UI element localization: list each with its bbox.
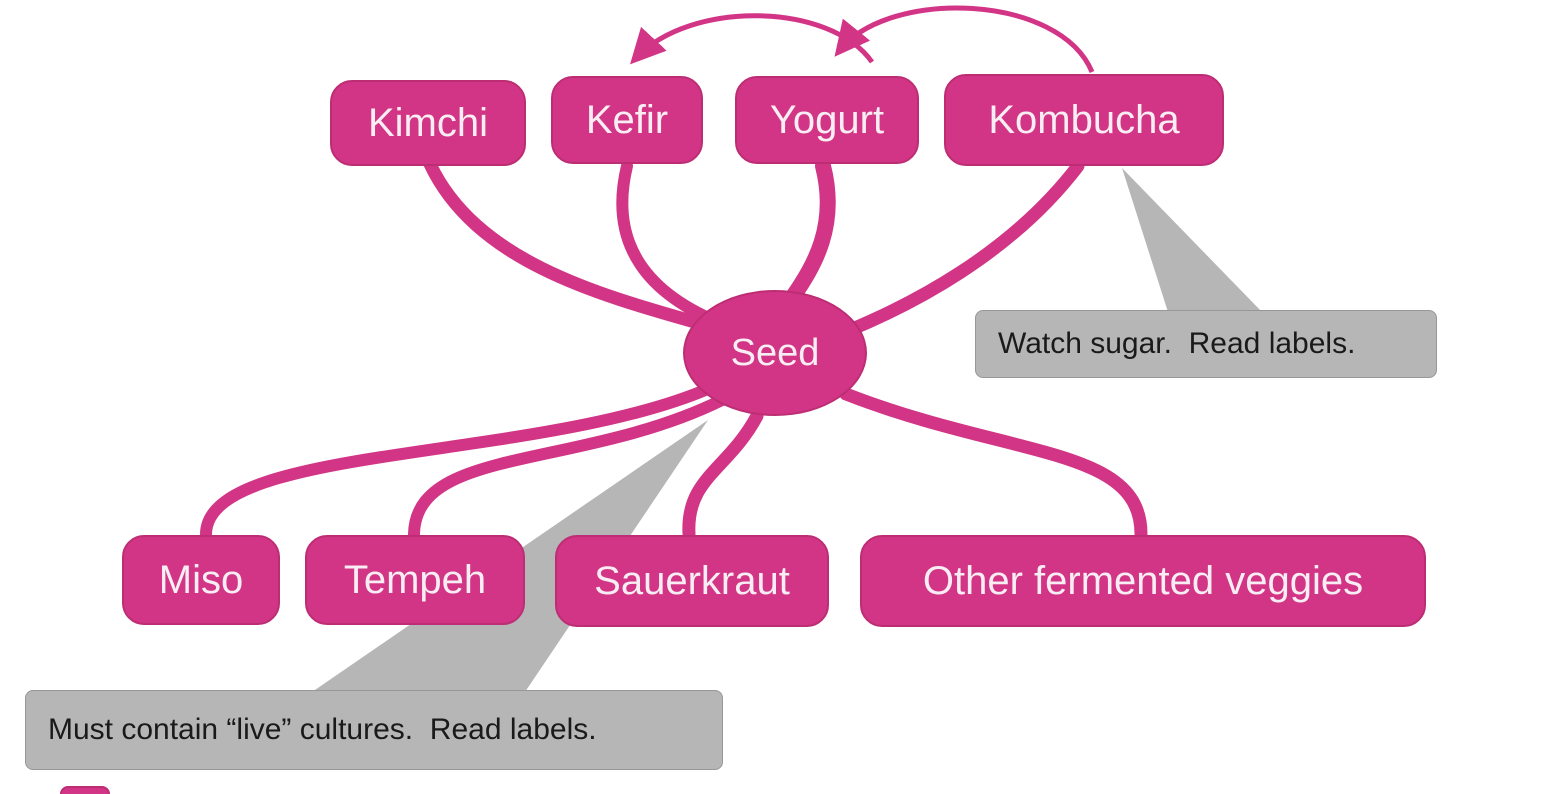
node-other-fermented-veggies-label: Other fermented veggies [922, 558, 1364, 603]
arrow-link-yogurt-to-kefir [630, 13, 875, 65]
node-sauerkraut-label: Sauerkraut [594, 558, 790, 603]
edge-seed-miso [200, 382, 716, 540]
edge-seed-tempeh [408, 394, 728, 540]
node-yogurt[interactable]: Yogurt [735, 76, 919, 164]
callout-watch-sugar[interactable]: Watch sugar. Read labels. [975, 310, 1437, 378]
callout-live-cultures-text: Must contain “live” cultures. Read label… [48, 713, 597, 746]
node-seed-label: Seed [730, 331, 820, 374]
node-kefir-label: Kefir [585, 97, 669, 142]
callout-live-cultures[interactable]: Must contain “live” cultures. Read label… [25, 690, 723, 770]
node-kombucha[interactable]: Kombucha [944, 74, 1224, 166]
node-other-fermented-veggies[interactable]: Other fermented veggies [860, 535, 1426, 627]
node-miso[interactable]: Miso [122, 535, 280, 625]
edge-seed-other-veggies [839, 387, 1148, 541]
node-sauerkraut[interactable]: Sauerkraut [555, 535, 829, 627]
callout-pointer-kombucha [1122, 168, 1262, 312]
node-kimchi-label: Kimchi [367, 100, 489, 145]
callout-watch-sugar-text: Watch sugar. Read labels. [998, 327, 1356, 360]
cutoff-node-fragment [60, 786, 110, 794]
node-kimchi[interactable]: Kimchi [330, 80, 526, 166]
node-tempeh[interactable]: Tempeh [305, 535, 525, 625]
edge-seed-kimchi [423, 157, 737, 339]
edge-seed-sauerkraut [682, 409, 764, 541]
edge-seed-kefir [616, 160, 731, 331]
node-yogurt-label: Yogurt [769, 97, 885, 142]
node-kefir[interactable]: Kefir [551, 76, 703, 164]
node-kombucha-label: Kombucha [988, 97, 1180, 142]
arrow-link-kombucha-to-yogurt [834, 5, 1095, 73]
node-tempeh-label: Tempeh [343, 557, 487, 602]
node-seed[interactable]: Seed [683, 290, 867, 416]
node-miso-label: Miso [158, 557, 244, 602]
edge-seed-kombucha [843, 159, 1085, 337]
edge-seed-yogurt [784, 158, 836, 306]
